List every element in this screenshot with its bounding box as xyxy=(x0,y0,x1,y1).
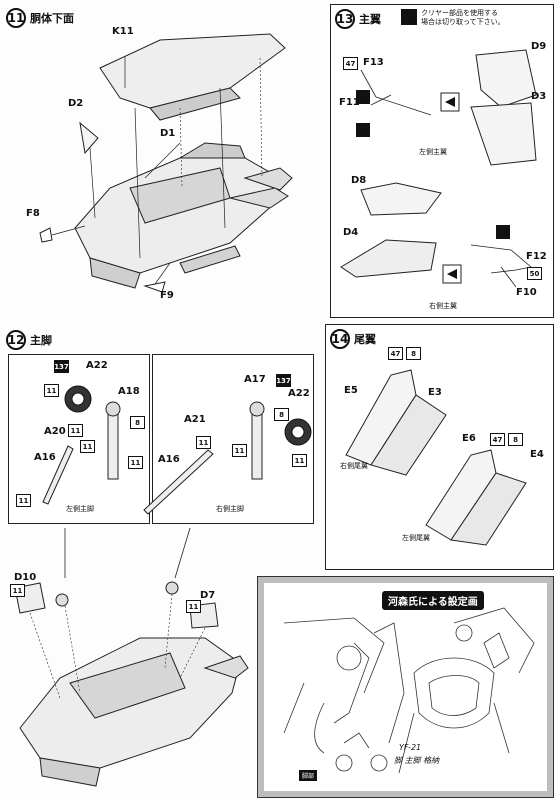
paint-badge-11-h: 11 xyxy=(16,494,31,507)
part-label-a18: A18 xyxy=(118,386,140,397)
paint-badge-47: 47 xyxy=(343,57,358,70)
part-label-a16-left: A16 xyxy=(34,452,56,463)
part-label-e3: E3 xyxy=(428,387,442,398)
paint-badge-8-a: 8 xyxy=(406,347,421,360)
part-label-d1: D1 xyxy=(160,128,176,139)
left-gear-subpanel xyxy=(8,354,150,524)
fuselage-underside-drawing xyxy=(39,33,293,293)
part-label-f13: F13 xyxy=(363,57,384,68)
step-11-number: 11 xyxy=(6,8,26,28)
part-label-e6: E6 xyxy=(462,433,476,444)
part-label-f8: F8 xyxy=(26,208,40,219)
part-label-f11: F11 xyxy=(339,97,360,108)
step-14-panel: 14 尾翼 47 8 E5 E3 47 8 E6 E4 右側尾翼 左側尾翼 xyxy=(325,324,554,570)
part-label-e5: E5 xyxy=(344,385,358,396)
caption-right-main-gear: 右側主脚 xyxy=(216,505,244,513)
paint-badge-47-a: 47 xyxy=(388,347,403,360)
design-sketch-box: 河森氏による設定画 xyxy=(257,576,554,798)
step-14-header: 14 尾翼 xyxy=(330,329,376,349)
step-11-header: 11 胴体下面 xyxy=(6,8,74,28)
paint-badge-11-i: 11 xyxy=(10,584,25,597)
step-12-title: 主脚 xyxy=(30,334,52,347)
paint-badge-11-f: 11 xyxy=(232,444,247,457)
step-12-number: 12 xyxy=(6,330,26,350)
part-label-a21: A21 xyxy=(184,414,206,425)
part-label-f10: F10 xyxy=(516,287,537,298)
part-label-d2: D2 xyxy=(68,98,84,109)
part-label-e4: E4 xyxy=(530,449,544,460)
caption-right-tail: 右側尾翼 xyxy=(340,462,368,470)
step-14-number: 14 xyxy=(330,329,350,349)
part-label-d3: D3 xyxy=(531,91,547,102)
paint-badge-8-right: 8 xyxy=(274,408,289,421)
part-label-a20: A20 xyxy=(44,426,66,437)
paint-badge-11-c: 11 xyxy=(80,440,95,453)
landing-gear-sketch xyxy=(283,607,535,774)
part-label-d7: D7 xyxy=(200,590,216,601)
paint-badge-50: 50 xyxy=(527,267,542,280)
design-sketch-frame: 河森氏による設定画 xyxy=(264,583,547,791)
clear-part-warning-icon xyxy=(401,9,417,25)
landing-gear-drawing xyxy=(42,385,312,515)
paint-badge-137-right: 137 xyxy=(276,374,291,387)
part-label-d8: D8 xyxy=(351,175,367,186)
main-wing-drawing xyxy=(340,49,537,288)
step-11-title: 胴体下面 xyxy=(30,12,74,25)
clear-part-note: クリヤー部品を使用する 場合は切り取って下さい。 xyxy=(421,9,505,27)
sketch-signature-line2: 脚 主脚 格納 xyxy=(394,756,440,765)
paint-badge-47-b: 47 xyxy=(490,433,505,446)
part-label-k11: K11 xyxy=(112,26,134,37)
paint-badge-11-a: 11 xyxy=(44,384,59,397)
design-sketch-title: 河森氏による設定画 xyxy=(382,591,484,610)
step-13-panel: 13 主翼 クリヤー部品を使用する 場合は切り取って下さい。 xyxy=(330,4,554,318)
caption-left-main-wing: 左側主翼 xyxy=(419,148,447,156)
paint-badge-8-left: 8 xyxy=(130,416,145,429)
step-13-header: 13 主翼 xyxy=(335,9,381,29)
paint-badge-11-e: 11 xyxy=(196,436,211,449)
clear-part-note-line2: 場合は切り取って下さい。 xyxy=(421,18,505,26)
step-14-title: 尾翼 xyxy=(354,333,376,346)
part-label-a22-left: A22 xyxy=(86,360,108,371)
part-label-a16-right: A16 xyxy=(158,454,180,465)
caption-left-main-gear: 左側主脚 xyxy=(66,505,94,513)
tail-fin-drawing xyxy=(345,369,527,546)
paint-badge-137-left: 137 xyxy=(54,360,69,373)
paint-badge-11-j: 11 xyxy=(186,600,201,613)
step-12-header: 12 主脚 xyxy=(6,330,52,350)
paint-badge-8-b: 8 xyxy=(508,433,523,446)
paint-badge-11-d: 11 xyxy=(128,456,143,469)
step-13-number: 13 xyxy=(335,9,355,29)
caption-left-tail: 左側尾翼 xyxy=(402,534,430,542)
part-label-f12: F12 xyxy=(526,251,547,262)
sketch-signature-line1: YF-21 xyxy=(399,743,422,752)
part-label-d9: D9 xyxy=(531,41,547,52)
part-label-a22-right: A22 xyxy=(288,388,310,399)
part-label-a17: A17 xyxy=(244,374,266,385)
part-label-f9: F9 xyxy=(160,290,174,301)
design-sketch-tag: 脚部 xyxy=(299,770,318,781)
part-label-d4: D4 xyxy=(343,227,359,238)
paint-badge-11-g: 11 xyxy=(292,454,307,467)
gear-installation-drawing xyxy=(14,528,249,787)
paint-badge-11-b: 11 xyxy=(68,424,83,437)
clear-part-note-line1: クリヤー部品を使用する xyxy=(421,9,498,17)
part-label-d10: D10 xyxy=(14,572,37,583)
caption-right-main-wing: 右側主翼 xyxy=(429,302,457,310)
step-13-title: 主翼 xyxy=(359,13,381,26)
